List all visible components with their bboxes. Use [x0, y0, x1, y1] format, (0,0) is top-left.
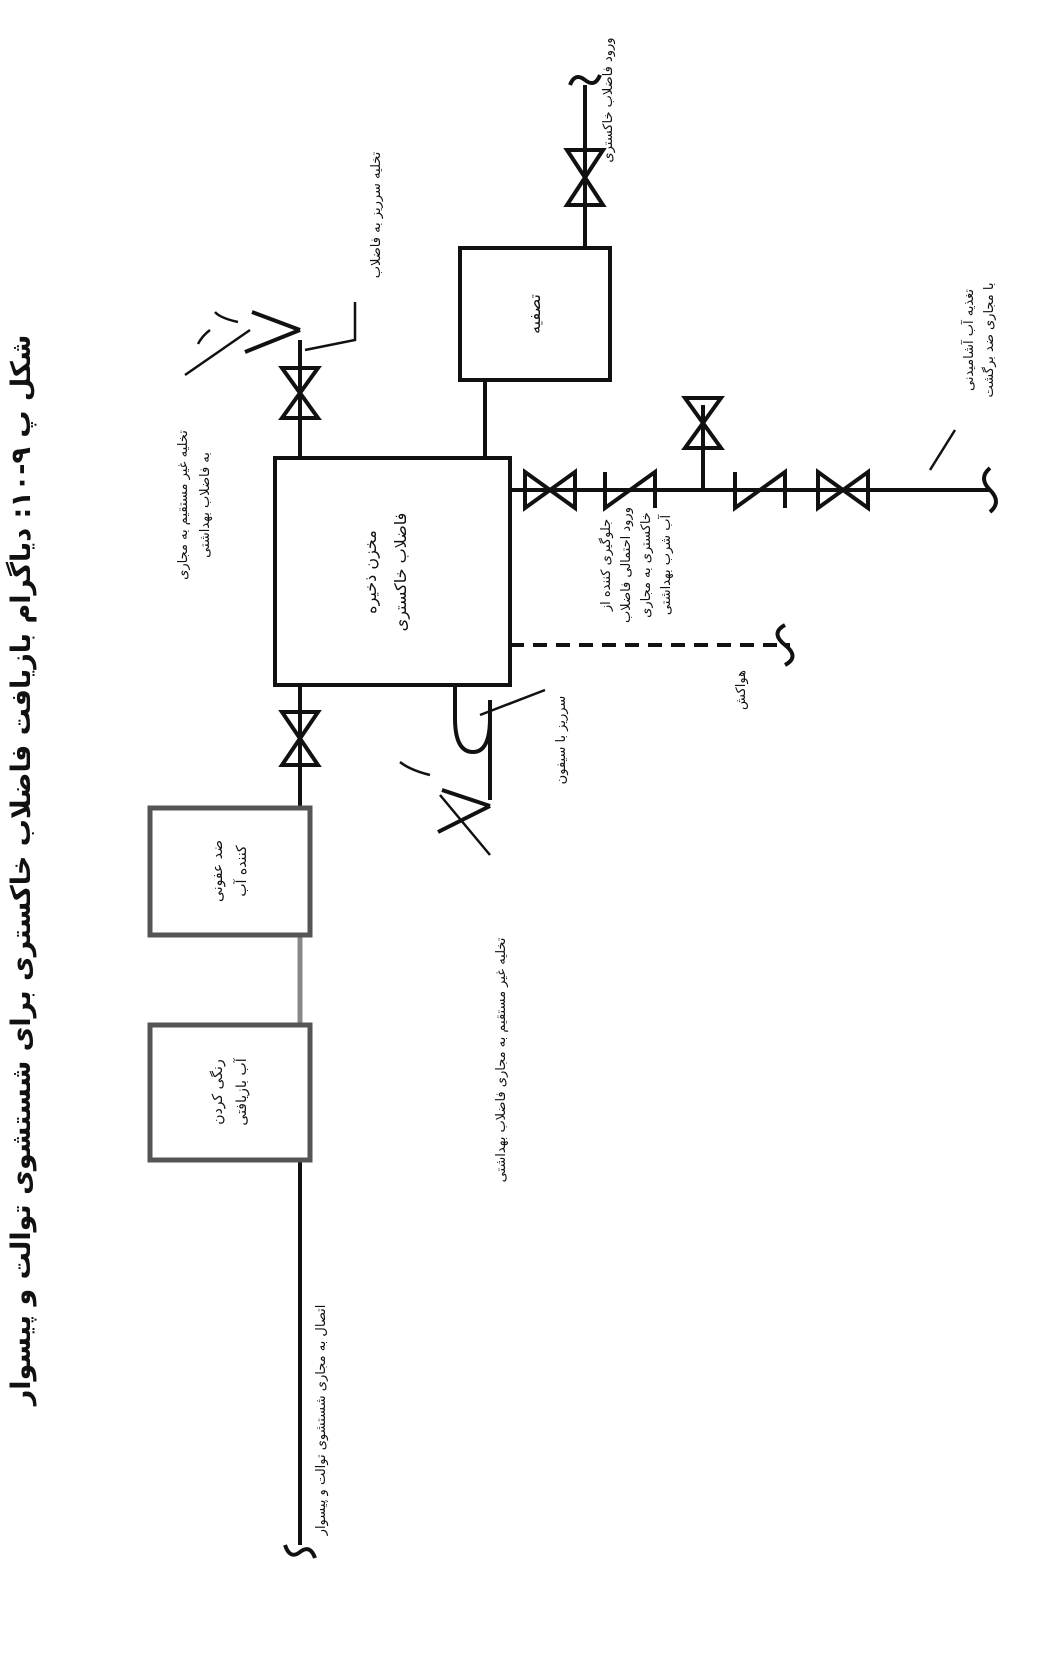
treatment-tank-label: تصفیه [525, 294, 544, 334]
pipe-break-icon [775, 623, 795, 667]
leader-overflow-trap [479, 688, 546, 717]
check-valve-icon [603, 468, 657, 512]
gate-valve-icon [681, 396, 725, 450]
overflow-top-label: تخلیه سرریز به فاضلاب [369, 151, 384, 278]
check-valve-icon [733, 468, 787, 512]
indirect-drain-label: تخلیه غیر مستقیم به مجاری فاضلاب بهداشتی [494, 937, 509, 1182]
svg-text:خاکستری به مجاری: خاکستری به مجاری [639, 512, 654, 618]
svg-text:تغذیه آب آشامیدنی: تغذیه آب آشامیدنی [960, 289, 977, 391]
svg-text:تصفیه: تصفیه [525, 294, 544, 334]
svg-text:رنگی کردن: رنگی کردن [209, 1059, 226, 1124]
pipe-break-icon [568, 74, 602, 86]
outlet-label: اتصال به مجاری شستشوی توالت و پیسوار [314, 1305, 329, 1537]
pipe-break-icon [982, 466, 998, 514]
cross-connection-note: جلوگیری کننده از ورود احتمالی فاضلاب خاک… [598, 507, 674, 623]
leader-potable [928, 429, 957, 471]
disinfection-box [147, 805, 313, 938]
disinfection-label: ضد عفونی کننده آب [210, 840, 250, 902]
svg-text:تخلیه سرریز به فاضلاب: تخلیه سرریز به فاضلاب [369, 151, 384, 278]
svg-text:آب بازیافتی: آب بازیافتی [233, 1057, 250, 1125]
svg-text:تخلیه غیر مستقیم به مجاری فاضل: تخلیه غیر مستقیم به مجاری فاضلاب بهداشتی [494, 937, 509, 1182]
leader-indirect-drain [439, 794, 491, 856]
svg-text:سرریز با سیفون: سرریز با سیفون [554, 696, 569, 785]
svg-text:با مجاری ضد برگشت: با مجاری ضد برگشت [981, 283, 997, 398]
main-tank-label: مخزن ذخیره فاضلاب خاکستری [361, 513, 411, 632]
pipe-break-icon [283, 1544, 317, 1559]
svg-text:کننده آب: کننده آب [233, 845, 250, 897]
drain-to-sewer-label: تخلیه غیر مستقیم به مجاری به فاضلاب بهدا… [176, 430, 213, 580]
treatment-tank [458, 246, 612, 382]
leader-drain-top [304, 302, 357, 352]
gate-valve-icon [278, 366, 322, 420]
coloring-box [147, 1022, 313, 1163]
pipe-overflow-trap [453, 685, 492, 800]
vent-label: هواکش [734, 670, 749, 710]
air-gap-funnel-icon [196, 310, 301, 354]
svg-text:ورود فاضلاب خاکستری: ورود فاضلاب خاکستری [601, 37, 616, 162]
svg-text:فاضلاب خاکستری: فاضلاب خاکستری [391, 513, 411, 632]
gate-valve-icon [816, 468, 870, 512]
svg-text:به فاضلاب بهداشتی: به فاضلاب بهداشتی [198, 452, 213, 558]
greywater-inlet-label: ورود فاضلاب خاکستری [601, 37, 616, 162]
gate-valve-icon [563, 148, 607, 207]
potable-supply-label: تغذیه آب آشامیدنی با مجاری ضد برگشت [960, 283, 997, 398]
svg-text:هواکش: هواکش [734, 670, 749, 710]
svg-text:آب شرب بهداشتی: آب شرب بهداشتی [657, 514, 674, 616]
air-gap-funnel-icon [399, 761, 491, 834]
leader-drain-left [184, 328, 251, 377]
coloring-label: رنگی کردن آب بازیافتی [209, 1057, 250, 1125]
svg-text:ضد عفونی: ضد عفونی [210, 840, 226, 902]
main-storage-tank [273, 456, 512, 687]
svg-text:جلوگیری کننده از: جلوگیری کننده از [598, 519, 614, 612]
overflow-trap-label: سرریز با سیفون [554, 696, 569, 785]
gate-valve-icon [523, 468, 577, 512]
svg-text:اتصال به مجاری شستشوی توالت و: اتصال به مجاری شستشوی توالت و پیسوار [314, 1305, 329, 1537]
figure-caption: شکل پ ۹-۱۰: دیاگرام بازیافت فاضلاب خاکست… [5, 335, 37, 1408]
gate-valve-icon [278, 710, 322, 767]
svg-text:تخلیه غیر مستقیم به مجاری: تخلیه غیر مستقیم به مجاری [176, 430, 191, 580]
svg-text:ورود احتمالی فاضلاب: ورود احتمالی فاضلاب [619, 507, 634, 623]
svg-text:مخزن ذخیره: مخزن ذخیره [361, 530, 381, 614]
